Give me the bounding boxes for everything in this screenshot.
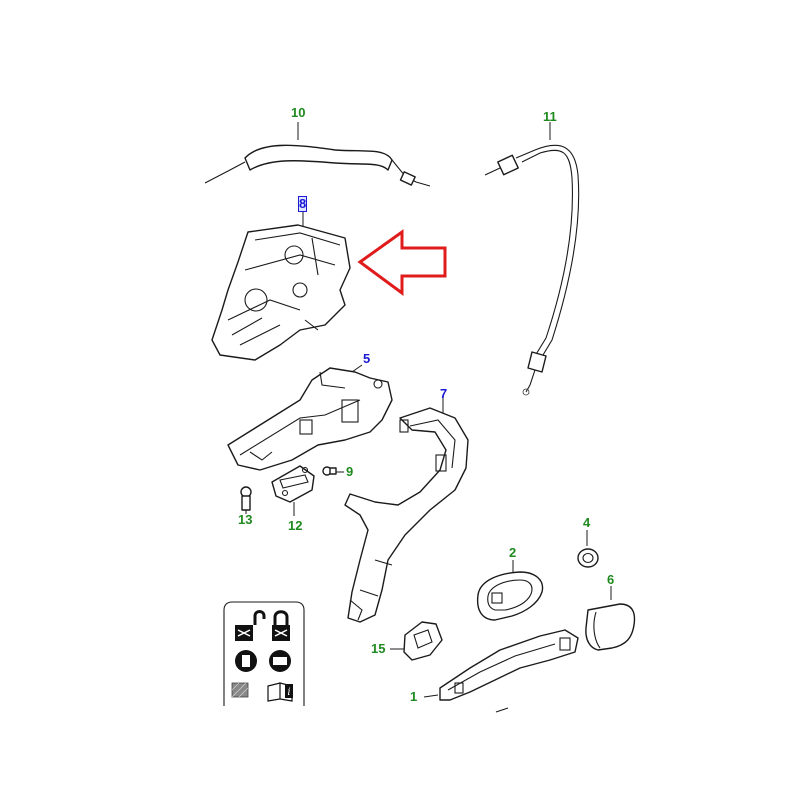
callout-6: 6 xyxy=(607,572,615,587)
part-2-gasket xyxy=(476,560,544,621)
legend-panel: i xyxy=(223,601,305,706)
part-8-door-latch xyxy=(211,212,351,361)
part-7-bezel xyxy=(344,398,469,623)
part-9-screw xyxy=(322,466,344,476)
highlight-arrow xyxy=(357,229,447,296)
unlock-lock-icon xyxy=(235,610,266,641)
callout-7: 7 xyxy=(440,386,448,401)
callout-9: 9 xyxy=(346,464,354,479)
svg-text:i: i xyxy=(287,687,290,698)
callout-8: 8 xyxy=(297,196,308,212)
part-13-bolt xyxy=(240,486,252,514)
lock-icon xyxy=(272,610,290,641)
part-4-grommet xyxy=(577,530,599,568)
part-5-handle-bracket xyxy=(227,364,393,471)
callout-13: 13 xyxy=(238,512,253,527)
callout-11: 11 xyxy=(543,109,557,124)
part-1-exterior-handle xyxy=(423,629,579,713)
callout-5: 5 xyxy=(363,351,371,366)
stop-square-icon xyxy=(269,650,291,672)
part-15-insert xyxy=(390,621,443,661)
callout-15: 15 xyxy=(371,641,386,656)
callout-12: 12 xyxy=(288,518,303,533)
part-10-cable xyxy=(204,122,431,187)
stop-circle-icon xyxy=(235,650,257,672)
info-book-icon: i xyxy=(267,682,293,702)
hatch-swatch-icon xyxy=(231,682,249,698)
callout-1: 1 xyxy=(410,689,418,704)
part-11-cable xyxy=(484,122,580,396)
callout-2: 2 xyxy=(509,545,517,560)
part-6-cap xyxy=(585,586,636,651)
callout-4: 4 xyxy=(583,515,591,530)
callout-10: 10 xyxy=(291,105,306,120)
part-12-striker xyxy=(271,465,315,516)
